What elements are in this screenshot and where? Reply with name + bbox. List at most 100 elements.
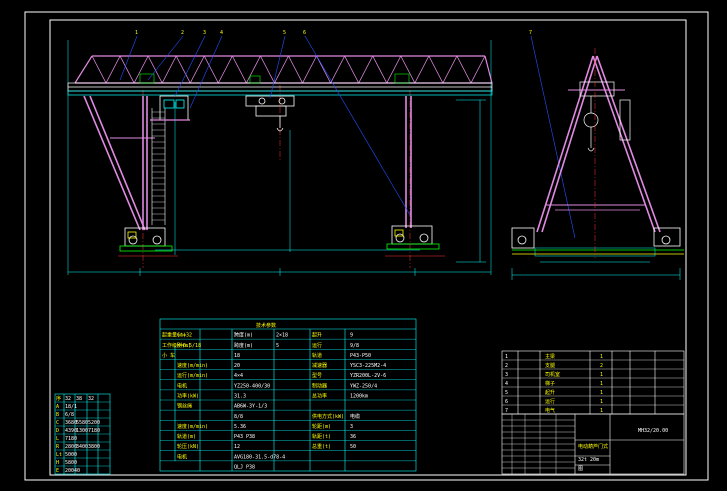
small-table-cell: 序 [56,395,61,402]
small-table-cell: 5580 [76,420,88,426]
parts-cell: 电气 [545,407,555,414]
girder-details [139,73,410,84]
params-cell: 运行 [312,342,322,349]
balloon-4: 4 [220,30,223,36]
balloon-labels: 1 2 3 4 5 6 7 [135,30,532,36]
side-hoist [579,81,631,152]
truss-diagonal [316,55,331,84]
truss-web-members [91,55,486,84]
truss-diagonal [372,55,388,84]
small-table-cell: L [56,436,59,442]
parts-cell: 1 [600,390,603,396]
params-cell: 5.36 [234,424,246,430]
drawing-scale: 图 [578,466,583,472]
params-cell: 制动器 [312,382,327,389]
drawing-spec: 32t 20m [578,457,599,463]
right-leg [405,96,412,228]
params-cell: 电机 [177,382,187,389]
side-a-frame [536,55,661,233]
parts-cell: 3 [505,372,508,378]
small-table-cell: 7180 [65,436,77,442]
params-cell: 钢丝绳 [177,403,192,410]
front-dimension-lines [67,40,492,276]
params-cell: P43-P50 [350,353,371,359]
params-cell: 起重量(t) [162,332,186,339]
params-cell: 小 车 [162,352,175,359]
balloon-1: 1 [135,30,138,36]
truss-diagonal [91,55,107,84]
params-cell: 跨度(m) [234,342,253,349]
params-cell: 20 [234,363,240,369]
params-cell: 9 [350,333,353,339]
side-dimension-lines [511,247,681,280]
params-cell: 3 [350,424,353,430]
front-view [67,35,576,276]
small-table-cell: 3400 [76,444,88,450]
small-table-cell: 3800 [88,444,100,450]
drawing-number: MH32/20.00 [638,428,668,434]
params-cell: YSC3-225M2-4 [350,363,386,369]
small-table-cell: 2800 [65,444,77,450]
params-cell: 供电方式(kW) [312,413,344,420]
parts-cell: 4 [505,381,508,387]
params-cell: 轮压(kN) [177,443,199,450]
side-view [511,48,684,280]
title-block-grid [502,414,575,474]
balloon-6: 6 [303,30,306,36]
truss-diagonal [414,55,430,84]
truss-diagonal [428,55,444,84]
truss-diagonal [330,55,345,84]
balloon-2: 2 [181,30,184,36]
balloon-7: 7 [529,30,532,36]
params-cell: Gn=32 [177,333,192,339]
left-leg [83,95,155,231]
params-table-title: 技术参数 [256,322,276,329]
inner-frame [49,19,687,476]
ladder [151,108,166,225]
params-cell: QLJ P38 [234,465,255,471]
params-cell: 轨距(t) [312,433,331,440]
right-travel-truck [386,225,440,250]
girder-deck [67,82,493,96]
parts-cell: 1 [600,399,603,405]
params-cell: 1200km [350,394,368,400]
operator-cabin [150,95,190,121]
main-girder-truss [74,55,493,84]
small-table-cell: 4390 [65,428,77,434]
params-cell: 12 [234,444,240,450]
balloon-5: 5 [283,30,286,36]
truss-diagonal [161,55,177,84]
parts-cell: 1 [600,408,603,414]
small-table-cell: 5000 [65,452,77,458]
params-cell: 36 [350,434,356,440]
parts-list [501,350,685,415]
side-base-trucks [511,227,684,255]
truss-diagonal [470,55,486,84]
truss-diagonal [203,55,219,84]
small-table-cell: C [56,420,59,426]
params-cell: 2×18 [276,333,288,339]
small-table-cell: 6/8 [65,412,74,418]
parts-cell: 起升 [545,389,555,396]
truss-diagonal [288,55,303,84]
parts-cell: 7 [505,408,508,414]
params-cell: AB6W-3Y-1/3 [234,404,267,410]
params-cell: 轨道 [312,352,322,359]
small-table-cell: R [56,444,60,450]
truss-diagonal [105,55,121,84]
params-cell: YWZ-250/4 [350,383,377,389]
hoist-trolley [245,95,295,132]
truss-diagonal [189,55,205,84]
params-cell: 9/8 [350,343,359,349]
small-table-cell: E [56,468,59,474]
truss-diagonal [302,55,317,84]
balloon-3: 3 [203,30,206,36]
params-cell: 5 [276,343,279,349]
parts-cell: 梯子 [545,380,555,387]
params-cell: 总重(t) [312,443,331,450]
params-cell: 总功率 [312,393,327,400]
leader-lines [119,35,576,239]
parts-cell: 2 [505,363,508,369]
